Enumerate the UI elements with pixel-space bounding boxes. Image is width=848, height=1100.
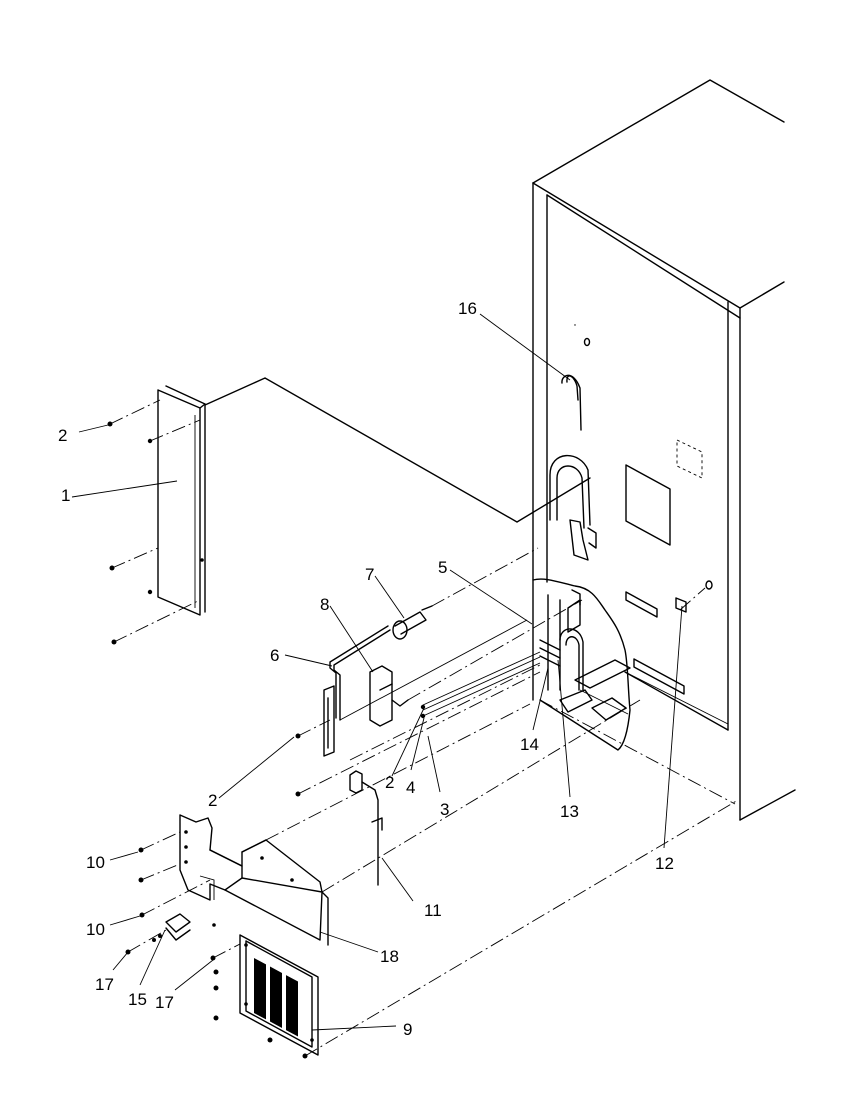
callout-5: 5 bbox=[438, 558, 447, 577]
callout-15: 15 bbox=[128, 990, 147, 1009]
callout-4: 4 bbox=[406, 778, 415, 797]
callout-10: 10 bbox=[86, 920, 105, 939]
callout-18: 18 bbox=[380, 947, 399, 966]
leader-lines bbox=[71, 313, 683, 1031]
callout-6: 6 bbox=[270, 646, 279, 665]
refrigerator-cabinet bbox=[532, 79, 796, 821]
callout-16: 16 bbox=[458, 299, 477, 318]
callout-2: 2 bbox=[58, 426, 67, 445]
callout-17: 17 bbox=[155, 993, 174, 1012]
callout-9: 9 bbox=[403, 1020, 412, 1039]
alignment-lines bbox=[109, 377, 739, 1057]
part-1-side-panel bbox=[147, 385, 206, 616]
callout-7: 7 bbox=[365, 565, 374, 584]
part-15-connector bbox=[152, 913, 191, 942]
part-18-bracket bbox=[179, 814, 329, 946]
callout-1: 1 bbox=[61, 486, 70, 505]
callout-17: 17 bbox=[95, 975, 114, 994]
callout-2: 2 bbox=[385, 773, 394, 792]
part-9-grille bbox=[239, 934, 319, 1056]
part-3-4-strips bbox=[420, 651, 541, 719]
callout-10: 10 bbox=[86, 853, 105, 872]
callout-11: 11 bbox=[424, 901, 442, 920]
callout-8: 8 bbox=[320, 595, 329, 614]
callout-2: 2 bbox=[208, 791, 217, 810]
callout-labels: 1 2 2 2 3 4 5 6 7 8 9 10 10 11 12 13 14 … bbox=[58, 299, 674, 1039]
part-8-clip bbox=[369, 665, 409, 727]
callout-14: 14 bbox=[520, 735, 539, 754]
callout-12: 12 bbox=[655, 854, 674, 873]
callout-13: 13 bbox=[560, 802, 579, 821]
part-6-tube-assembly bbox=[323, 625, 391, 757]
callout-3: 3 bbox=[440, 800, 449, 819]
part-7-fitting bbox=[392, 605, 433, 640]
part-11-drain-tube bbox=[349, 770, 383, 886]
screws bbox=[107, 421, 308, 1059]
